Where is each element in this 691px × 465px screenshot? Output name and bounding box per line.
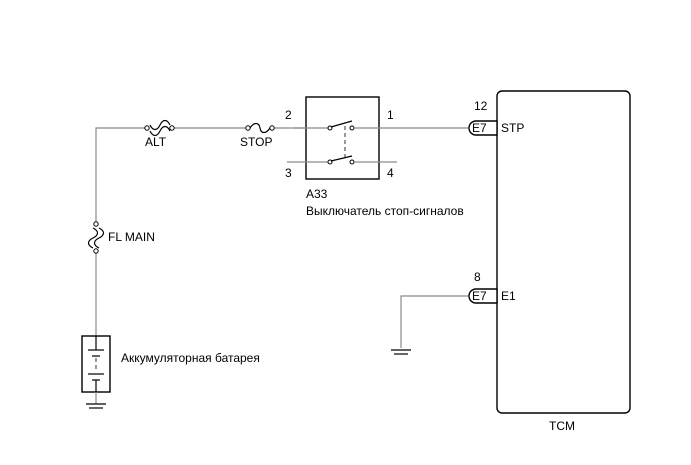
battery-symbol: [81, 335, 111, 393]
e1-connector-code: E7: [472, 289, 487, 303]
e1-pin-number: 8: [474, 270, 481, 284]
stp-signal: STP: [501, 121, 524, 135]
stp-pin-number: 12: [474, 99, 488, 113]
battery-label: Аккумуляторная батарея: [121, 351, 260, 365]
wire-fl-main-to-corner: [95, 127, 146, 222]
stop-fuse-icon: [245, 122, 275, 134]
fl-main-fuse-icon: [87, 221, 105, 254]
switch-pin-2: 2: [285, 108, 292, 122]
switch-pin-3: 3: [285, 166, 292, 180]
switch-pin-4: 4: [387, 166, 394, 180]
alt-fuse-icon: [144, 119, 175, 137]
e1-signal: E1: [501, 289, 516, 303]
battery-ground-icon: [86, 392, 106, 409]
stop-light-switch: [287, 96, 397, 180]
stop-label: STOP: [240, 135, 272, 149]
stp-connector-code: E7: [472, 121, 487, 135]
e1-ground-icon: [391, 349, 411, 355]
switch-pin-1: 1: [387, 108, 394, 122]
e1-connector: [468, 288, 498, 304]
fl-main-label: FL MAIN: [108, 230, 155, 244]
tcm-label: TCM: [549, 419, 575, 433]
wire-e1-to-ground: [400, 295, 468, 348]
stp-connector: [468, 120, 498, 136]
switch-code: A33: [306, 187, 328, 201]
switch-name: Выключатель стоп-сигналов: [306, 204, 464, 218]
tcm-box: [496, 90, 631, 414]
alt-label: ALT: [145, 135, 167, 149]
